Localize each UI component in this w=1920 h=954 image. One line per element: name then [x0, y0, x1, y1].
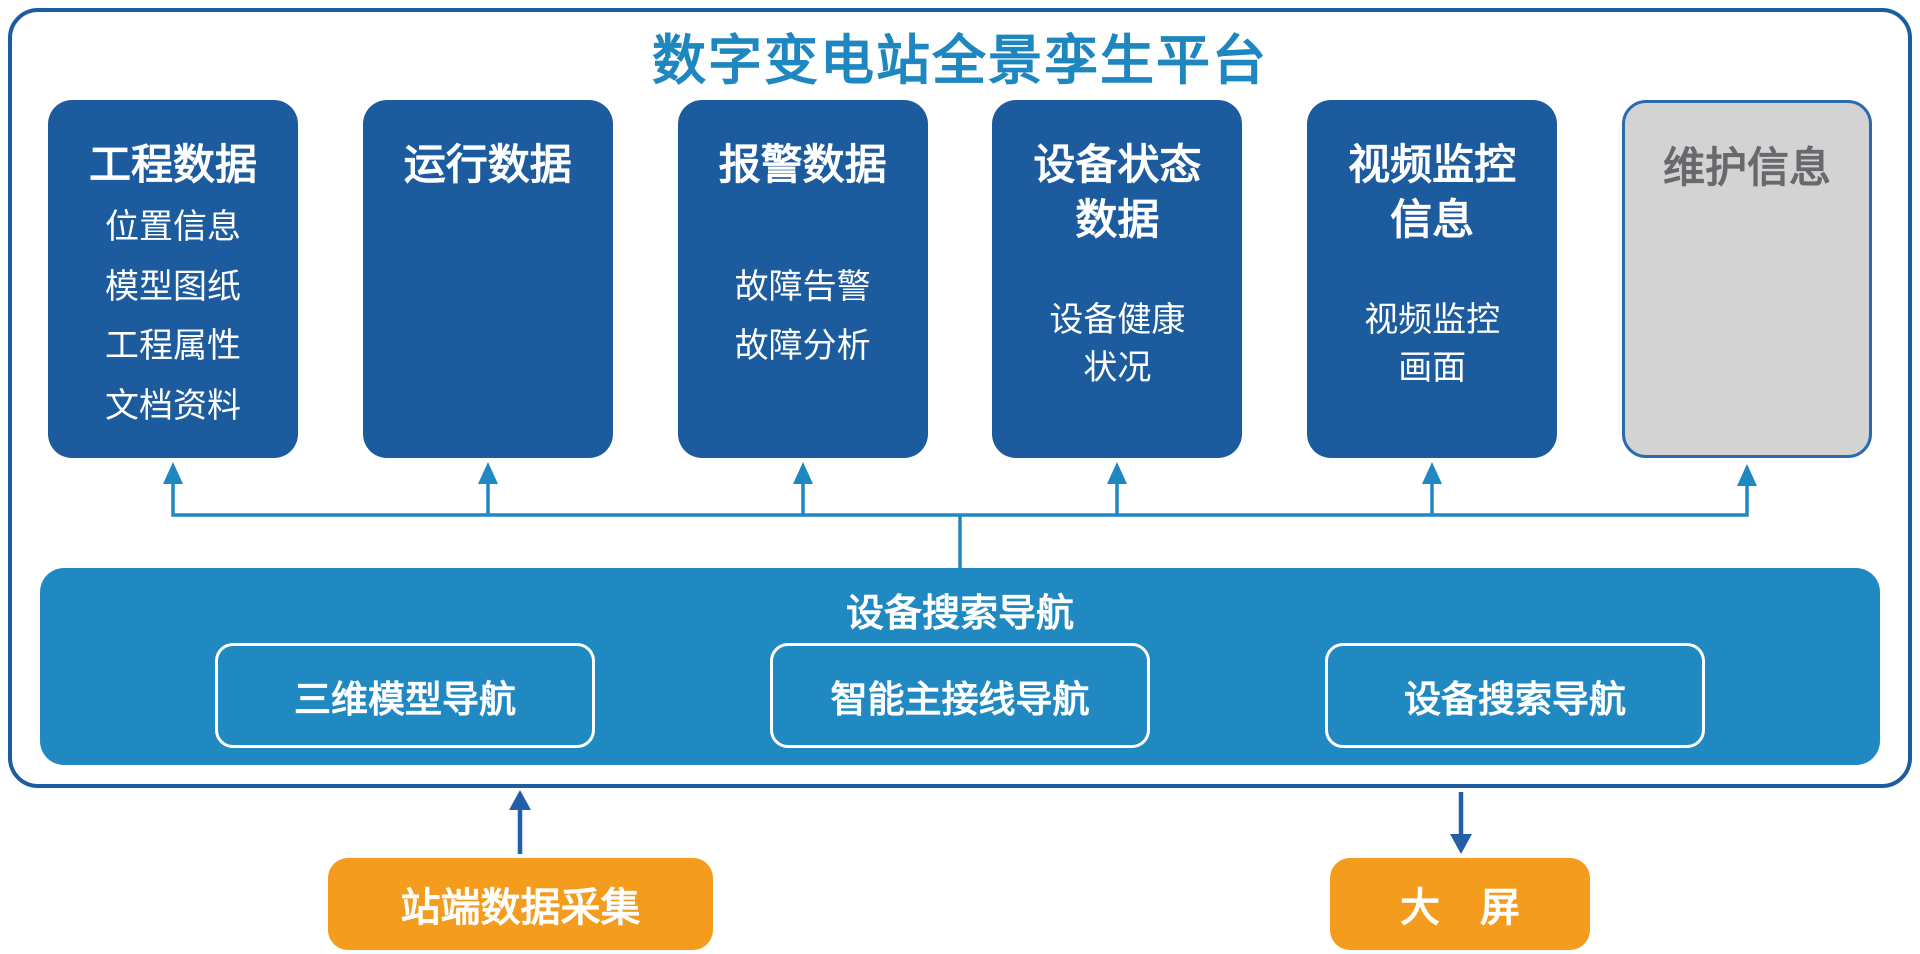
- nav-item-main-wiring: 智能主接线导航: [770, 643, 1150, 748]
- box-item: 故障分析: [734, 327, 871, 366]
- engineering-data-box: 工程数据 位置信息 模型图纸 工程属性 文档资料: [48, 100, 298, 458]
- nav-item-3d-model: 三维模型导航: [215, 643, 595, 748]
- maintenance-info-box: 维护信息: [1621, 100, 1872, 458]
- device-status-data-box: 设备状态 数据 设备健康 状况: [992, 100, 1243, 458]
- box-item: 设备健康 状况: [1049, 301, 1186, 387]
- box-item: 工程属性: [105, 327, 241, 366]
- box-item: 模型图纸: [105, 267, 241, 306]
- platform-title: 数字变电站全景孪生平台: [652, 31, 1268, 91]
- box-items: 故障告警 故障分析: [678, 193, 928, 458]
- box-item: 位置信息: [105, 208, 241, 247]
- station-data-collection-box: 站端数据采集: [328, 858, 713, 950]
- box-heading: 运行数据: [403, 141, 572, 188]
- box-heading: 工程数据: [88, 141, 257, 188]
- arrow-down-icon: [1450, 834, 1472, 854]
- box-heading: 维护信息: [1662, 144, 1831, 191]
- box-item: 文档资料: [105, 386, 241, 425]
- nav-items-row: 三维模型导航 智能主接线导航 设备搜索导航: [40, 643, 1880, 748]
- box-heading: 报警数据: [718, 141, 887, 188]
- nav-item-device-search: 设备搜索导航: [1325, 643, 1705, 748]
- video-monitoring-info-box: 视频监控 信息 视频监控 画面: [1307, 100, 1558, 458]
- arrow-up-icon: [509, 790, 531, 810]
- device-search-nav-bar: 设备搜索导航 三维模型导航 智能主接线导航 设备搜索导航: [40, 568, 1880, 765]
- box-heading: 设备状态 数据: [1033, 141, 1202, 243]
- box-item: 视频监控 画面: [1364, 301, 1501, 387]
- data-boxes-row: 工程数据 位置信息 模型图纸 工程属性 文档资料 运行数据 报警数据 故障告警 …: [48, 100, 1872, 458]
- box-items: [1625, 196, 1869, 455]
- alarm-data-box: 报警数据 故障告警 故障分析: [677, 100, 928, 458]
- box-item: 故障告警: [734, 267, 871, 306]
- nav-bar-title: 设备搜索导航: [845, 593, 1074, 635]
- operation-data-box: 运行数据: [362, 100, 613, 458]
- box-heading: 视频监控 信息: [1348, 141, 1517, 243]
- big-screen-box: 大 屏: [1330, 858, 1590, 950]
- box-items: 位置信息 模型图纸 工程属性 文档资料: [48, 193, 298, 458]
- box-items: 视频监控 画面: [1307, 247, 1557, 458]
- box-items: [363, 193, 613, 458]
- box-items: 设备健康 状况: [992, 247, 1242, 458]
